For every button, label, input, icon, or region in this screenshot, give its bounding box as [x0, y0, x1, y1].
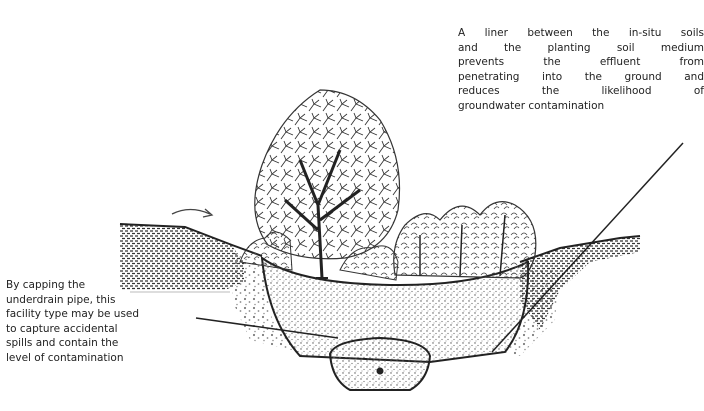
- capping-annotation-line: to capture accidental: [6, 322, 196, 337]
- liner-annotation: A liner between the in-situ soils and th…: [458, 26, 704, 114]
- liner-annotation-line: and the planting soil medium: [458, 41, 704, 56]
- capping-annotation-line: By capping the: [6, 278, 196, 293]
- capping-annotation-line: facility type may be used: [6, 307, 196, 322]
- inflow-arrow-icon: [172, 209, 212, 217]
- capping-annotation-line: underdrain pipe, this: [6, 293, 196, 308]
- underdrain-trench: [330, 338, 430, 390]
- liner-annotation-line: penetrating into the ground and: [458, 70, 704, 85]
- underdrain-pipe: [377, 368, 384, 375]
- capping-annotation: By capping the underdrain pipe, this fac…: [6, 278, 196, 366]
- capping-annotation-line: spills and contain the: [6, 336, 196, 351]
- liner-annotation-line: prevents the effluent from: [458, 55, 704, 70]
- liner-annotation-line: reduces the likelihood of: [458, 84, 704, 99]
- liner-annotation-line: groundwater contamination: [458, 99, 704, 114]
- capping-annotation-line: level of contamination: [6, 351, 196, 366]
- liner-annotation-line: A liner between the in-situ soils: [458, 26, 704, 41]
